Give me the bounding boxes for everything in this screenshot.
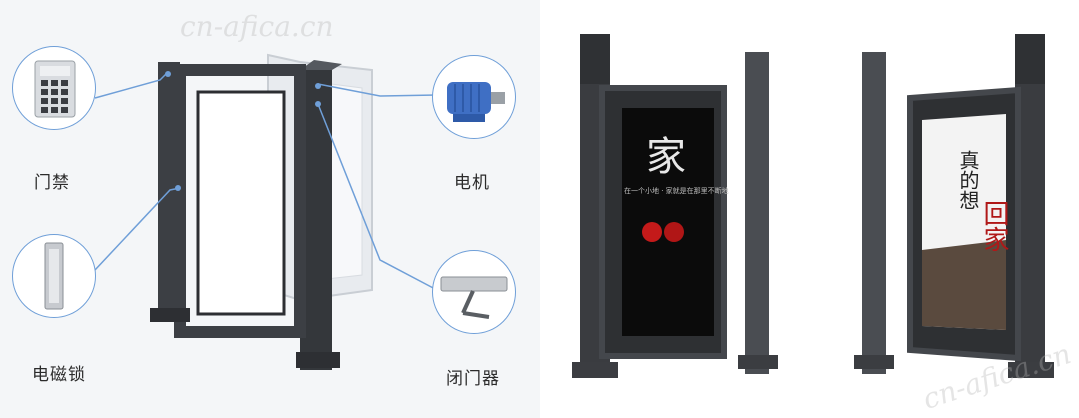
motor-icon <box>447 82 505 122</box>
poster-right-line1: 真的想 <box>956 150 980 210</box>
motor-label: 电机 <box>454 173 490 193</box>
magnetic-lock-icon <box>44 242 64 310</box>
gate-photo-panel: 家 在一个小地 · 家就是在那里不断地 真的想 回家 cn-afica.cn <box>540 0 1079 418</box>
motor-callout <box>432 55 516 139</box>
access-control-label: 门禁 <box>34 173 70 193</box>
poster-left-char: 家 <box>646 134 686 180</box>
gate-photo-graphic <box>572 34 1054 378</box>
keypad-callout <box>12 46 96 130</box>
poster-left-caption: 在一个小地 · 家就是在那里不断地 <box>624 187 729 195</box>
door-closer-label: 闭门器 <box>446 369 500 389</box>
door-frame <box>174 64 306 338</box>
magnetic-lock-label: 电磁锁 <box>32 365 86 385</box>
watermark-text: cn-afica.cn <box>180 10 334 43</box>
product-diagram-panel: 门禁 电磁锁 电机 闭门器 cn-afica.cn <box>0 0 540 418</box>
keypad-icon <box>34 60 76 118</box>
magnetic-lock-callout <box>12 234 96 318</box>
poster-right-line2: 回家 <box>979 200 1009 252</box>
door-closer-icon <box>440 276 508 319</box>
gate-diagram-graphic <box>94 53 438 370</box>
door-glass <box>196 90 286 316</box>
door-closer-callout <box>432 250 516 334</box>
